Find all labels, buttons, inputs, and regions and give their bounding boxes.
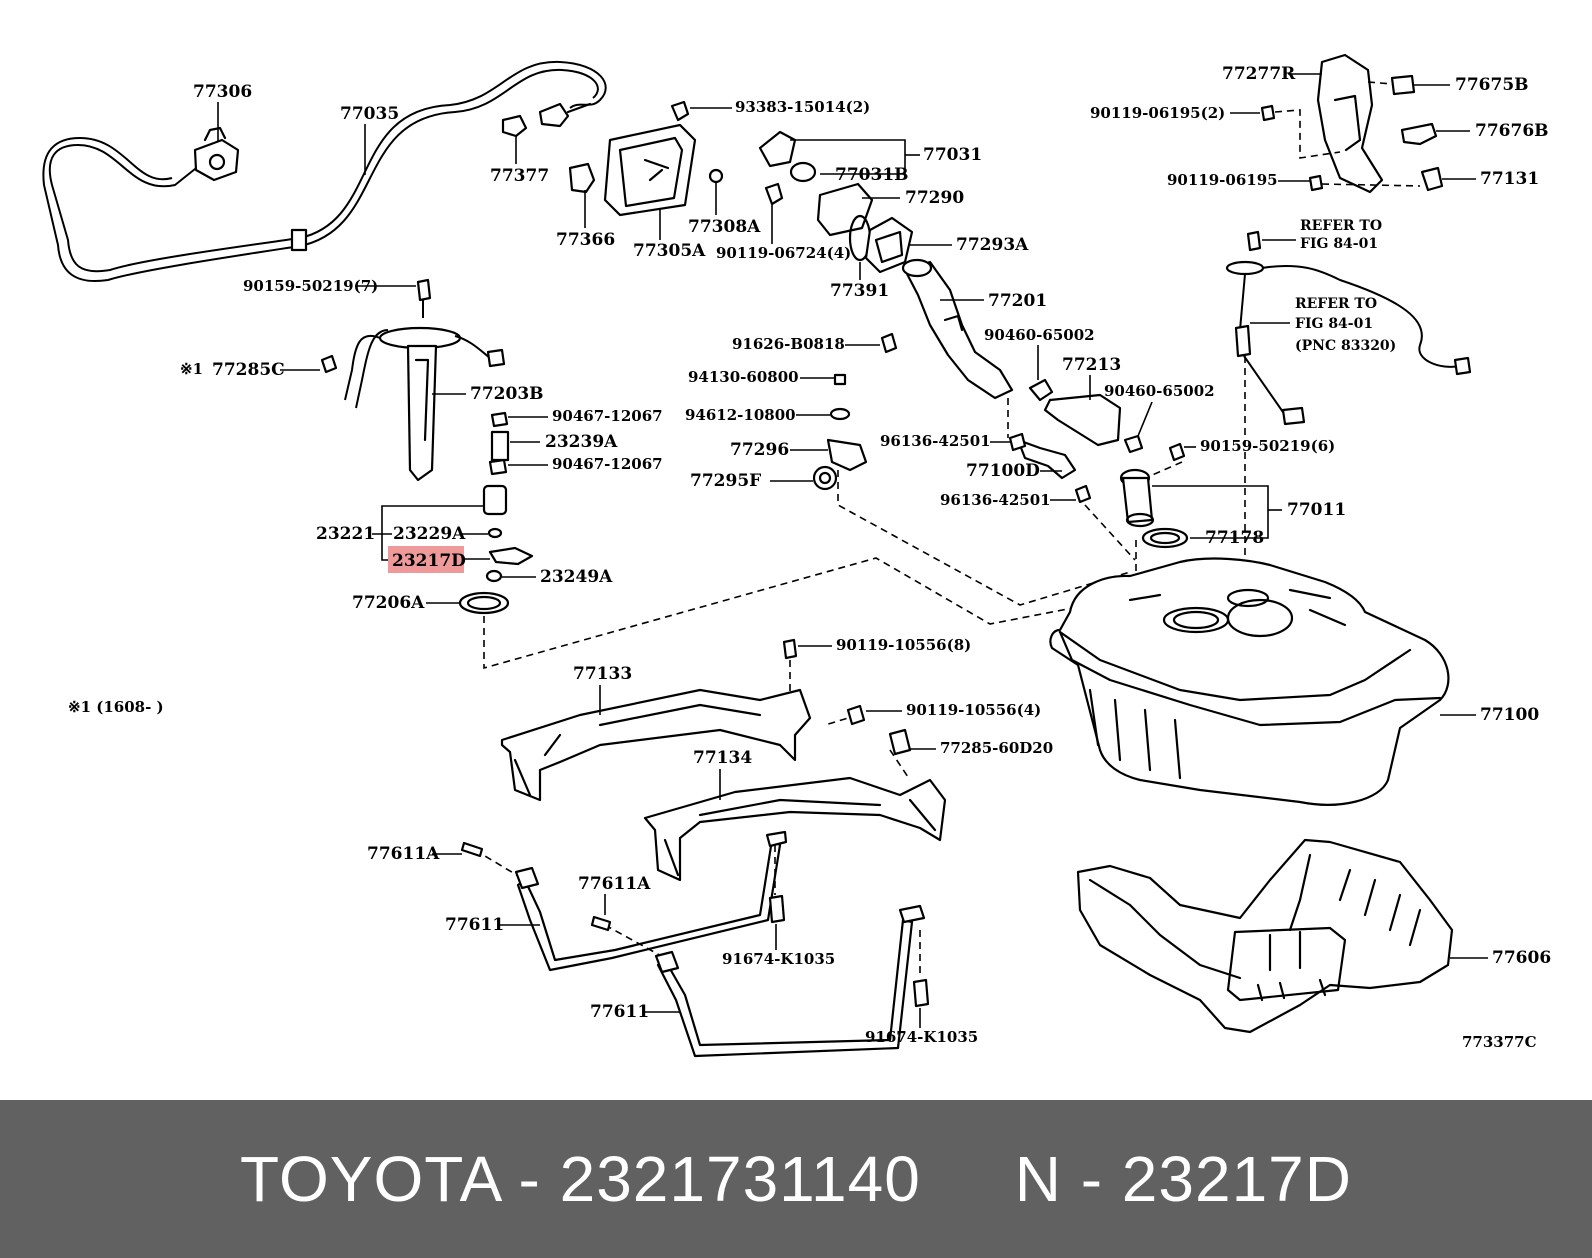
label-fig-84-01-2: FIG 84-01 (1295, 316, 1373, 332)
label-note: ※1 (1608- ) (68, 698, 164, 716)
label-90119-10556-8: 90119-10556(8) (836, 636, 971, 654)
label-77031B: 77031B (835, 165, 909, 185)
label-77131: 77131 (1480, 169, 1539, 189)
label-77277R: 77277R (1222, 64, 1296, 84)
label-93383-15014: 93383-15014(2) (735, 98, 870, 116)
filler-pipe (880, 258, 1189, 549)
label-77293A: 77293A (956, 235, 1029, 255)
small-fasteners (812, 373, 868, 491)
label-77203B: 77203B (470, 384, 544, 404)
label-77611-a: 77611 (445, 915, 504, 935)
label-77611A-a: 77611A (367, 844, 440, 864)
label-90159-50219-7: 90159-50219(7) (243, 277, 378, 295)
highlight-23217D (388, 546, 464, 573)
label-77213: 77213 (1062, 355, 1121, 375)
label-77100D: 77100D (966, 461, 1040, 481)
label-77178: 77178 (1205, 528, 1264, 548)
label-77011: 77011 (1287, 500, 1346, 520)
label-77305A: 77305A (633, 241, 706, 261)
tank-straps (460, 830, 930, 1058)
label-77308A: 77308A (688, 217, 761, 237)
label-group-straps: 77611A 77611A 77611 91674-K1035 77611 91… (367, 844, 978, 1046)
sender-gauge (1225, 230, 1472, 426)
label-fig-84-01-1: FIG 84-01 (1300, 236, 1378, 252)
label-90467-12067-a: 90467-12067 (552, 407, 663, 425)
label-90460-65002-b: 90460-65002 (1104, 382, 1215, 400)
label-77675B: 77675B (1455, 75, 1529, 95)
label-90467-12067-b: 90467-12067 (552, 455, 663, 473)
label-77201: 77201 (988, 291, 1047, 311)
label-77611-b: 77611 (590, 1002, 649, 1022)
label-pnc-83320: (PNC 83320) (1295, 338, 1396, 354)
label-90119-06724: 90119-06724(4) (716, 244, 851, 262)
label-90119-10556-4: 90119-10556(4) (906, 701, 1041, 719)
label-94612-10800: 94612-10800 (685, 406, 796, 424)
label-77290: 77290 (905, 188, 964, 208)
fuel-tank-exploded-diagram: 77306 77035 77377 77366 93383-1 (42, 53, 1551, 1058)
label-77296: 77296 (730, 440, 789, 460)
right-top-brackets (1260, 53, 1444, 194)
label-77391: 77391 (830, 281, 889, 301)
label-77100: 77100 (1480, 705, 1539, 725)
label-90119-06195: 90119-06195 (1167, 171, 1278, 189)
label-77676B: 77676B (1475, 121, 1549, 141)
label-91674-K1035-b: 91674-K1035 (865, 1028, 978, 1046)
label-refer-to-1: REFER TO (1300, 218, 1382, 234)
tank-bands (500, 638, 947, 882)
label-77295F: 77295F (690, 471, 761, 491)
label-23229A: 23229A (393, 524, 466, 544)
label-96136-42501-a: 96136-42501 (880, 432, 991, 450)
label-77306: 77306 (193, 82, 252, 102)
label-91674-K1035-a: 91674-K1035 (722, 950, 835, 968)
label-refer-to-2: REFER TO (1295, 296, 1377, 312)
label-77134: 77134 (693, 748, 752, 768)
label-group-filler: 77201 91626-B0818 90460-65002 77213 9046… (732, 291, 1346, 548)
label-23217D: 23217D (392, 551, 466, 571)
label-group-lid: 77366 93383-15014(2) 77305A 77308A 77031… (556, 98, 1029, 301)
label-77285-60D20: 77285-60D20 (940, 739, 1053, 757)
label-77606: 77606 (1492, 948, 1551, 968)
label-94130-60800: 94130-60800 (688, 368, 799, 386)
part-number-banner: TOYOTA - 2321731140 N - 23217D (0, 1100, 1592, 1258)
label-23221: 23221 (316, 524, 375, 544)
label-77366: 77366 (556, 230, 615, 250)
label-23249A: 23249A (540, 567, 613, 587)
label-91626-B0818: 91626-B0818 (732, 335, 845, 353)
label-group-sender: REFER TO FIG 84-01 REFER TO FIG 84-01 (P… (1250, 218, 1396, 354)
label-77377: 77377 (490, 166, 549, 186)
tank-protector (1076, 838, 1454, 1034)
label-77035: 77035 (340, 104, 399, 124)
label-77206A: 77206A (352, 593, 425, 613)
label-group-tank: 77100 (1440, 705, 1539, 725)
label-group-protector: 77606 773377C (1450, 948, 1551, 1051)
label-96136-42501-b: 96136-42501 (940, 491, 1051, 509)
label-90119-06195-2: 90119-06195(2) (1090, 104, 1225, 122)
fuel-lid-parts (568, 100, 914, 274)
label-group-brackets: 77277R 77675B 90119-06195(2) 77676B 9011… (1090, 64, 1549, 189)
label-77285C: 77285C (212, 360, 285, 380)
label-90159-50219-6: 90159-50219(6) (1200, 437, 1335, 455)
label-note-mark: ※1 (180, 360, 203, 378)
label-77133: 77133 (573, 664, 632, 684)
fuel-pump-assembly (320, 278, 534, 615)
label-77611A-b: 77611A (578, 874, 651, 894)
part-number-text: TOYOTA - 2321731140 N - 23217D (240, 1143, 1352, 1215)
fuel-tank (1049, 557, 1450, 806)
label-23239A: 23239A (545, 432, 618, 452)
label-90460-65002-a: 90460-65002 (984, 326, 1095, 344)
label-77031: 77031 (923, 145, 982, 165)
label-group-pump: 90159-50219(7) ※1 77285C 77203B 90467-12… (68, 277, 663, 716)
label-group-bands: 90119-10556(8) 77133 90119-10556(4) 7728… (573, 636, 1053, 800)
label-group-cable: 77306 77035 77377 (193, 82, 549, 186)
label-fig-code: 773377C (1462, 1033, 1537, 1051)
label-group-fasteners: 94130-60800 94612-10800 77296 77295F (685, 368, 834, 491)
